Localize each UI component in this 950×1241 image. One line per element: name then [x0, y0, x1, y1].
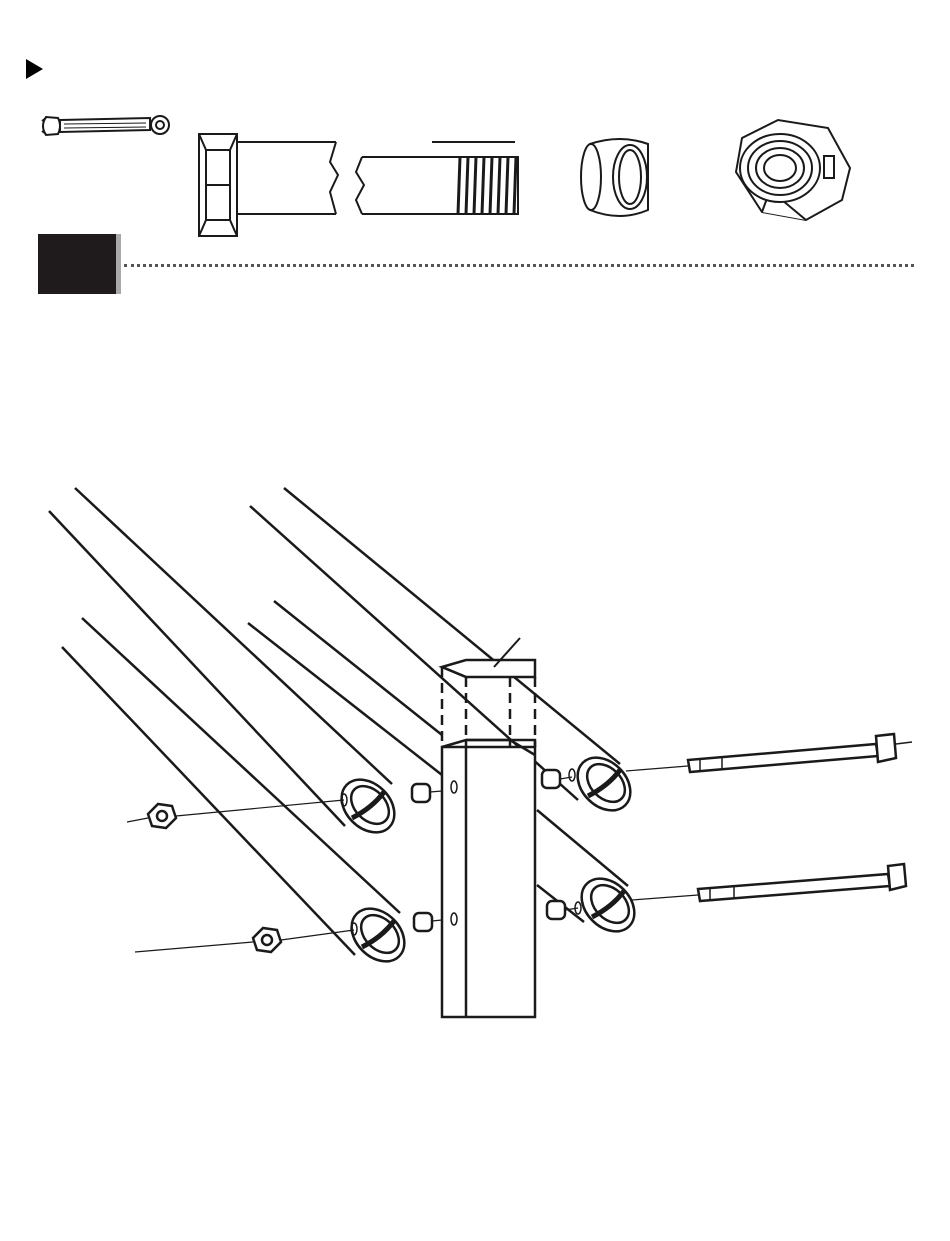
post-holes [341, 769, 581, 935]
hex-lock-nut-icon [736, 120, 850, 220]
step-divider [124, 264, 914, 267]
rail-tube-back-left [248, 601, 442, 775]
hardware-header [0, 0, 950, 300]
step-number-box [38, 234, 116, 294]
square-post [442, 740, 535, 1017]
spacer-sleeves [412, 770, 565, 931]
rail-tube-upper-left [49, 488, 405, 843]
spacer-sleeve-icon [581, 139, 648, 216]
rail-tube-lower-left [62, 618, 415, 972]
post-cap [442, 638, 535, 747]
hex-bolt-icon [199, 134, 518, 236]
bolt-axis-lines [127, 766, 698, 952]
rail-tube-upper-right [250, 488, 641, 821]
combination-wrench-icon [42, 116, 169, 135]
long-bolt-lower [698, 864, 906, 901]
long-bolt-upper [688, 734, 912, 772]
lock-nut-lower [253, 928, 281, 952]
rail-tube-lower-right [537, 810, 645, 942]
lock-nut-upper [148, 804, 176, 828]
